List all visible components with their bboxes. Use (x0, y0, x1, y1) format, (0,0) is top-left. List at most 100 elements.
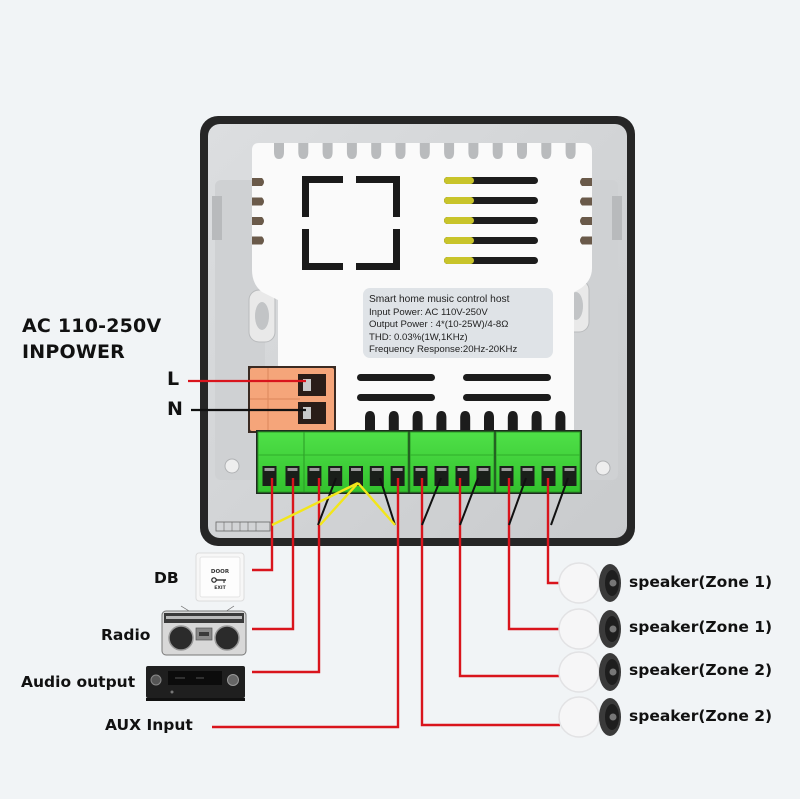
terminal-screw (564, 468, 575, 471)
svg-text:EXIT: EXIT (214, 585, 226, 591)
mount-hole-right (595, 460, 611, 476)
side-vent (580, 178, 592, 186)
wire-bridge-aux (357, 482, 396, 526)
terminal-screw (330, 468, 341, 471)
vent-notch (531, 411, 542, 432)
spec-output-power: Output Power : 4*(10-25W)/4-8Ω (369, 319, 509, 331)
vent-notch (444, 143, 455, 159)
speaker-dustcap (609, 625, 617, 633)
top-vent-notches (274, 143, 576, 159)
vent-notch (507, 411, 518, 432)
spec-thd: THD: 0.03%(1W,1KHz) (369, 331, 468, 343)
vent-notch (365, 411, 375, 432)
speaker-1 (558, 562, 621, 604)
vent-notch (322, 143, 333, 159)
heatsink-slot-yellow (444, 237, 474, 244)
key-icon (211, 577, 226, 583)
side-vent (252, 197, 264, 206)
wire-speaker-1 (546, 478, 560, 585)
wire-db (252, 478, 274, 572)
vent-notch (484, 411, 494, 432)
terminal-screw (457, 468, 468, 471)
radio-speaker-right (214, 625, 240, 651)
vent-notch (346, 143, 357, 159)
speaker-label-4: speaker(Zone 2) (629, 707, 773, 725)
side-vent (252, 178, 264, 186)
ceiling-speaker-grille (558, 696, 600, 738)
terminal-screw (264, 468, 275, 471)
heatsink-slot-yellow (444, 197, 474, 204)
wire-bridge-db (271, 481, 359, 527)
vent-notch (412, 411, 423, 432)
terminal-screw (415, 468, 426, 471)
terminal-live-slot (298, 374, 326, 396)
wire-aux-input (212, 478, 400, 729)
vent-notch (565, 143, 576, 159)
speaker-dustcap (609, 713, 617, 721)
wire-ground (550, 477, 569, 526)
vent-notch (555, 411, 566, 432)
wire-ground (508, 477, 527, 526)
vent-notch (517, 143, 527, 159)
vent-notch (298, 143, 309, 159)
heatsink-slot-yellow (444, 217, 474, 224)
ceiling-speaker-grille (558, 651, 600, 693)
heatsink-slots (444, 177, 538, 264)
spec-heading: Smart home music control host (369, 294, 510, 305)
serial-print (215, 521, 271, 532)
vent-notch (419, 143, 430, 159)
signal-wires (212, 477, 569, 729)
terminal-screw (478, 468, 489, 471)
heatsink-slot-yellow (444, 177, 474, 184)
speaker-io-terminal-blocks (256, 430, 582, 494)
screw-hole-left (248, 289, 276, 343)
terminal-screw (522, 468, 533, 471)
mount-hole-left (224, 458, 240, 474)
vent-notch (395, 143, 406, 159)
speaker-label-1: speaker(Zone 1) (629, 573, 773, 591)
terminal-neutral-slot (298, 402, 326, 424)
square-cutout (302, 176, 400, 270)
terminal-screw (543, 468, 554, 471)
heatsink-slot-yellow (444, 257, 474, 264)
speaker-dustcap (609, 579, 617, 587)
neutral-label: N (167, 398, 183, 420)
speaker-3 (558, 651, 621, 693)
radio-speaker-left (168, 625, 194, 651)
speaker-label-3: speaker(Zone 2) (629, 661, 773, 679)
bottom-vent-notches (365, 411, 566, 432)
terminal-screw (351, 468, 361, 471)
side-vent (580, 217, 592, 225)
terminal-block (409, 431, 495, 493)
radio-device (161, 605, 247, 656)
wire-speaker-3 (458, 478, 560, 678)
speaker-group (558, 562, 621, 738)
terminal-screw (436, 468, 447, 471)
speaker-label-2: speaker(Zone 1) (629, 618, 773, 636)
terminal-screw (371, 468, 382, 471)
vent-notch (371, 143, 382, 159)
side-vents (252, 178, 592, 245)
wire-ground (317, 477, 337, 526)
vent-notch (541, 143, 552, 159)
wire-bridge-audio (319, 482, 359, 526)
vent-notch (468, 143, 479, 159)
vent-notch (492, 143, 503, 159)
spec-input-power: Input Power: AC 110V-250V (369, 306, 488, 318)
device-housing (252, 143, 592, 432)
wire-radio (252, 478, 295, 631)
terminal-screw (392, 468, 403, 471)
spec-label: Smart home music control host Input Powe… (363, 288, 553, 358)
speaker-4 (558, 696, 621, 738)
wire-audio-output (252, 478, 321, 674)
terminal-screw (287, 468, 298, 471)
ceiling-speaker-grille (558, 608, 600, 650)
side-vent (252, 217, 264, 225)
ceiling-speaker-grille (558, 562, 600, 604)
speaker-dustcap (609, 668, 617, 676)
side-vent (252, 236, 264, 245)
wire-speaker-2 (507, 478, 560, 631)
input-label-radio: Radio (101, 626, 151, 644)
vent-notch (460, 411, 471, 432)
